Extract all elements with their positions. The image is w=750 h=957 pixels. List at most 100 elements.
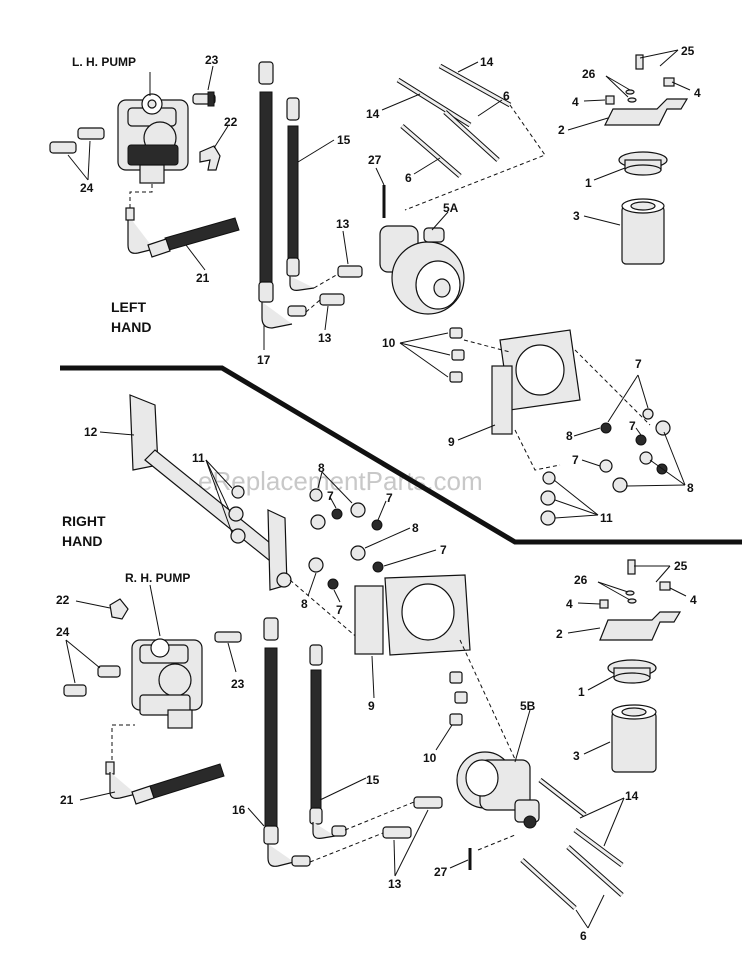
callout-label: 4 <box>694 86 701 100</box>
callout-label: 22 <box>224 115 238 129</box>
left-hand-title-1: LEFT <box>111 299 146 315</box>
hose-16 <box>263 617 311 867</box>
motor-5b <box>456 751 540 829</box>
bracket-9-rh <box>354 574 471 656</box>
callout-label: 26 <box>582 67 596 81</box>
fitting-13-lh-1 <box>337 265 363 278</box>
nuts-7-8-lh <box>599 408 671 493</box>
filter-3-lh <box>621 198 665 265</box>
callout-label: 11 <box>600 511 613 525</box>
callout-label: 15 <box>366 773 380 787</box>
callout-label: 2 <box>558 123 565 137</box>
callout-label: 13 <box>318 331 332 345</box>
bolt-25-lh <box>635 54 675 87</box>
callout-label: 7 <box>629 419 636 433</box>
callout-label: 24 <box>80 181 94 195</box>
callout-label: 10 <box>382 336 396 350</box>
callout-label: 5B <box>520 699 536 713</box>
callout-label: 14 <box>625 789 639 803</box>
fittings-13-rh <box>382 796 443 839</box>
fitting-23-rh <box>214 631 242 643</box>
lh-pump <box>117 93 189 184</box>
callout-label: 3 <box>573 209 580 223</box>
callout-labels: 25 26 4 4 2 1 3 14 14 6 6 27 5A 23 22 24… <box>56 44 701 943</box>
callout-label: 16 <box>232 803 246 817</box>
callout-label: 1 <box>585 176 592 190</box>
callout-label: 1 <box>578 685 585 699</box>
callout-label: 10 <box>423 751 437 765</box>
callout-label: 23 <box>231 677 245 691</box>
fitting-23-lh <box>192 91 216 107</box>
callout-label: 8 <box>566 429 573 443</box>
callout-label: 22 <box>56 593 70 607</box>
callout-label: 4 <box>566 597 573 611</box>
callout-label: 7 <box>327 489 334 503</box>
right-hand-title-2: HAND <box>62 533 102 549</box>
bolts-14-6-lh <box>396 63 512 178</box>
callout-label: 6 <box>503 89 510 103</box>
callout-label: 7 <box>440 543 447 557</box>
lh-pump-label: L. H. PUMP <box>72 55 136 69</box>
callout-label: 9 <box>368 699 375 713</box>
callout-label: 8 <box>301 597 308 611</box>
callout-label: 27 <box>434 865 448 879</box>
bracket-2-lh <box>604 98 689 126</box>
bolt-4-lh <box>605 95 615 105</box>
callout-label: 4 <box>690 593 697 607</box>
callout-label: 13 <box>336 217 350 231</box>
filter-head-1-lh <box>618 151 668 176</box>
elbow-22-rh <box>109 598 129 620</box>
callout-label: 14 <box>480 55 494 69</box>
callout-label: 27 <box>368 153 382 167</box>
callout-label: 21 <box>60 793 74 807</box>
callout-label: 4 <box>572 95 579 109</box>
callout-label: 25 <box>674 559 688 573</box>
callout-label: 25 <box>681 44 695 58</box>
callout-label: 7 <box>572 453 579 467</box>
section-divider <box>60 365 742 545</box>
callout-label: 7 <box>336 603 343 617</box>
callout-label: 23 <box>205 53 219 67</box>
tie-bar-12 <box>129 394 292 591</box>
callout-label: 21 <box>196 271 210 285</box>
callout-label: 12 <box>84 425 98 439</box>
callout-label: 26 <box>574 573 588 587</box>
callout-label: 24 <box>56 625 70 639</box>
bracket-9-lh <box>491 329 581 435</box>
fitting-13-lh-2 <box>319 293 345 306</box>
callout-label: 6 <box>405 171 412 185</box>
rh-pump <box>131 638 203 729</box>
fittings-24-lh <box>49 127 105 154</box>
leader-lines <box>65 49 691 929</box>
callout-label: 14 <box>366 107 380 121</box>
callout-label: 8 <box>687 481 694 495</box>
washers-26-rh <box>625 590 637 604</box>
bolts-14-6-rh <box>520 778 624 910</box>
callout-label: 3 <box>573 749 580 763</box>
bolts-10-rh <box>449 671 468 726</box>
filter-3-rh <box>611 704 657 773</box>
rh-pump-label: R. H. PUMP <box>125 571 190 585</box>
hose-21-rh <box>105 761 225 805</box>
callout-label: 15 <box>337 133 351 147</box>
callout-label: 2 <box>556 627 563 641</box>
bolt-4-rh <box>599 599 609 609</box>
nuts-11-rh <box>228 485 246 544</box>
callout-label: 9 <box>448 435 455 449</box>
fittings-24-rh <box>63 665 121 697</box>
hose-21-lh <box>125 207 240 258</box>
callout-label: 13 <box>388 877 402 891</box>
right-hand-title-1: RIGHT <box>62 513 106 529</box>
callout-label: 8 <box>318 461 325 475</box>
nuts-7-8-rh <box>308 488 384 590</box>
filter-head-1-rh <box>607 659 657 684</box>
callout-label: 17 <box>257 353 271 367</box>
motor-5a <box>379 225 465 315</box>
callout-label: 7 <box>635 357 642 371</box>
nuts-11-lh <box>540 471 556 526</box>
callout-label: 11 <box>192 451 205 465</box>
callout-label: 5A <box>443 201 459 215</box>
hose-15-lh <box>286 97 315 291</box>
bolts-10-lh <box>449 327 465 383</box>
